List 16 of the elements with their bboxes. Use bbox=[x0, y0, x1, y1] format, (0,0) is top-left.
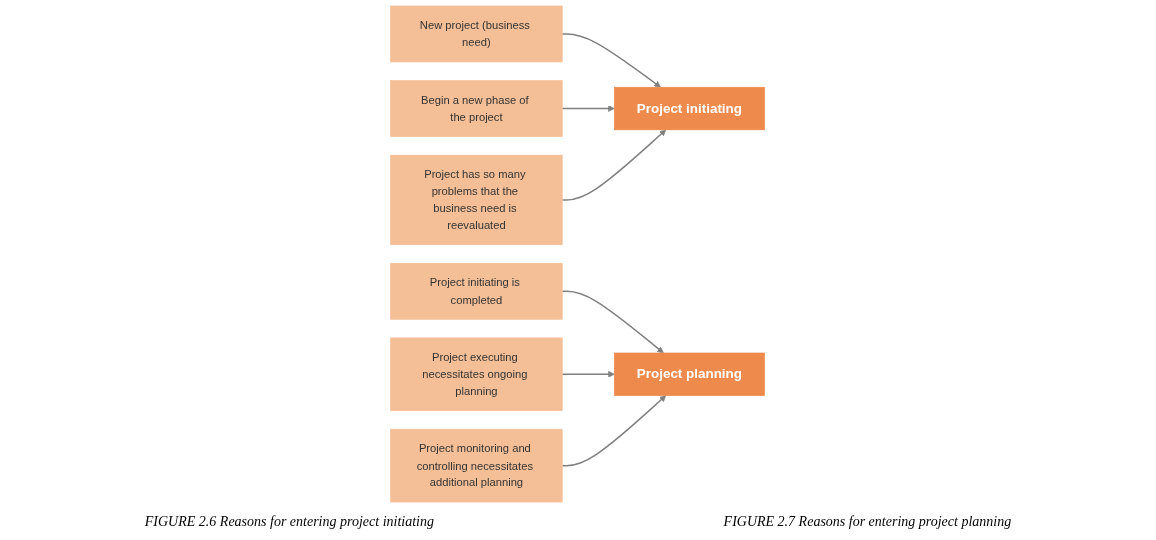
arrow bbox=[561, 371, 616, 378]
node-box: Project initiating bbox=[614, 86, 766, 131]
arrow bbox=[561, 129, 667, 201]
arrow bbox=[561, 33, 662, 88]
node-box: Project monitoring and controlling necessitates additional planning bbox=[390, 428, 564, 503]
arrow bbox=[561, 290, 665, 354]
node-box: Project initiating is completed bbox=[390, 262, 564, 320]
arrow bbox=[561, 395, 667, 467]
node-box: Project executing necessitates ongoing planning bbox=[390, 337, 564, 412]
node-box: Project planning bbox=[614, 352, 766, 396]
figure-caption: FIGURE 2.6 Reasons for entering project initiating bbox=[144, 514, 434, 530]
node-box: Begin a new phase of the project bbox=[390, 80, 564, 137]
figure-caption: FIGURE 2.7 Reasons for entering project planning bbox=[723, 514, 1012, 530]
node-box: Project has so many problems that the business need is reevaluated bbox=[390, 154, 564, 246]
node-box: New project (business need) bbox=[390, 5, 564, 63]
arrow bbox=[561, 105, 616, 112]
